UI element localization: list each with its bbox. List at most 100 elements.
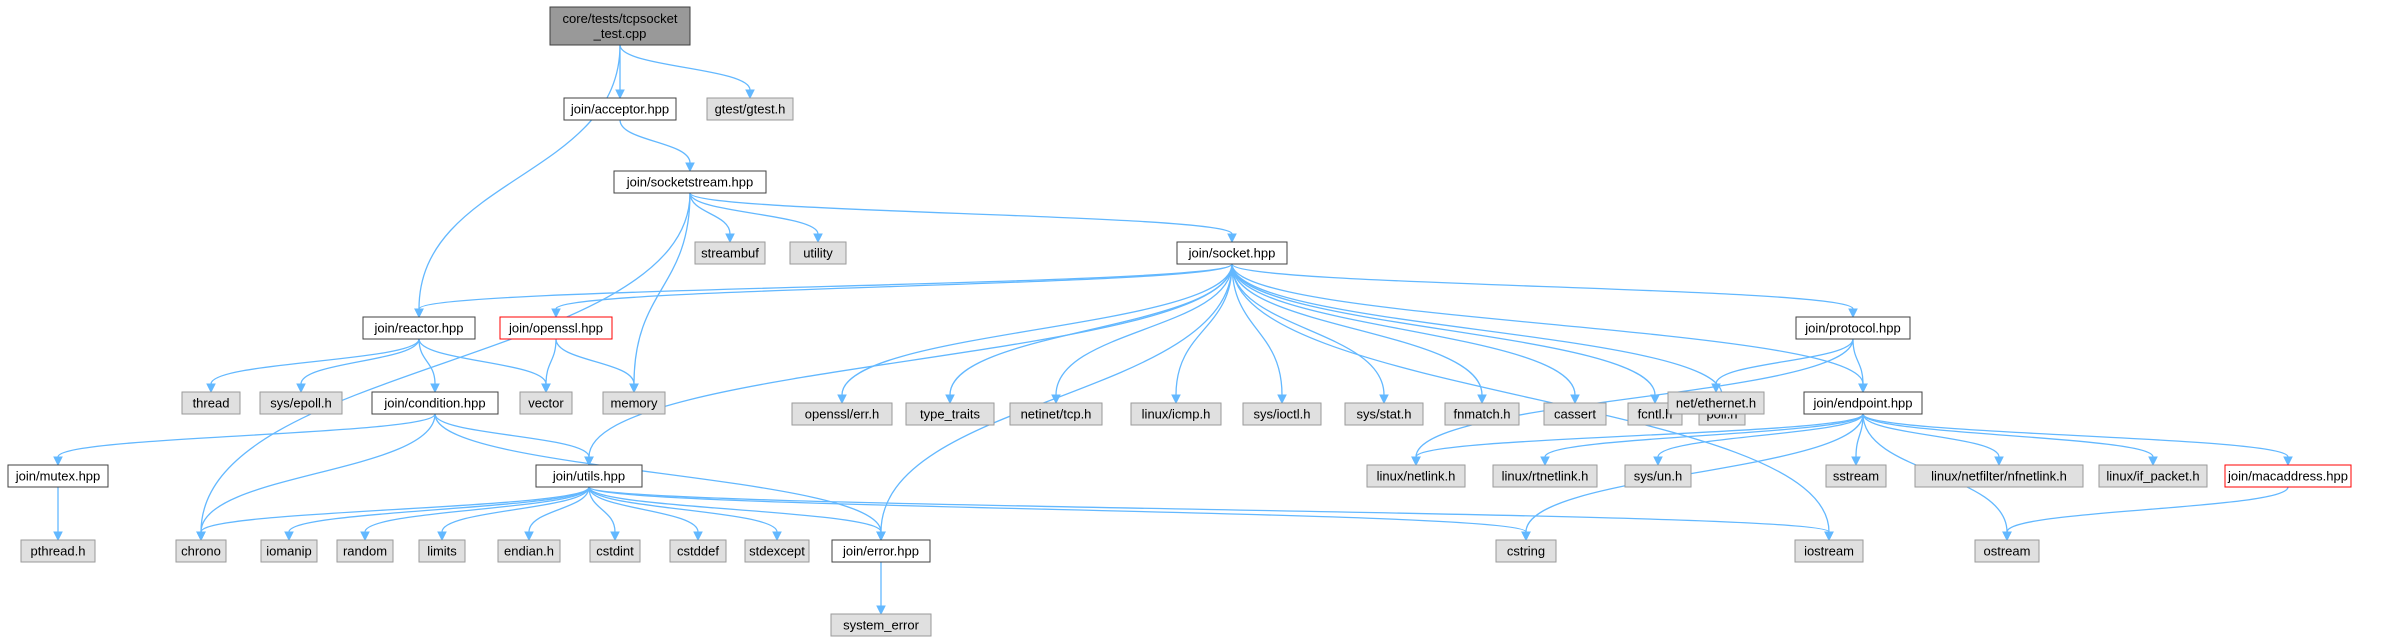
node-sysun-label: sys/un.h	[1634, 469, 1682, 484]
arrowhead-socket-to-cassert	[1570, 394, 1580, 405]
node-utils[interactable]: join/utils.hpp	[535, 464, 643, 488]
edge-socket-to-utils	[588, 263, 1233, 458]
arrowhead-socket-to-ioctl	[1277, 394, 1287, 405]
node-ifpacket-box	[2098, 464, 2208, 488]
node-rtnetlink: linux/rtnetlink.h	[1492, 464, 1598, 488]
node-iostream: iostream	[1794, 539, 1864, 563]
arrowhead-protocol-to-endpoint	[1858, 383, 1868, 394]
node-reactor[interactable]: join/reactor.hpp	[362, 316, 476, 340]
node-stat-label: sys/stat.h	[1357, 407, 1412, 422]
edge-utils-to-random	[364, 486, 590, 533]
arrowhead-endpoint-to-sstream	[1851, 456, 1861, 467]
node-fnmatch-box	[1444, 402, 1520, 426]
node-iomanip-box	[260, 539, 318, 563]
node-streambuf-box	[694, 241, 766, 265]
node-stat: sys/stat.h	[1344, 402, 1424, 426]
edge-utils-to-cstring	[588, 486, 1527, 533]
node-cstdint-box	[589, 539, 641, 563]
node-opensslerr: openssl/err.h	[791, 402, 893, 426]
node-random-box	[336, 539, 394, 563]
node-typetraits-label: type_traits	[920, 407, 980, 422]
arrowhead-utils-to-chrono	[196, 531, 206, 542]
node-limits-label: limits	[427, 544, 457, 559]
node-chrono: chrono	[175, 539, 227, 563]
arrowhead-endpoint-to-macaddress	[2283, 456, 2293, 467]
node-sysun-box	[1624, 464, 1692, 488]
arrowhead-socket-to-tcp	[1051, 394, 1061, 405]
node-netlink: linux/netlink.h	[1366, 464, 1466, 488]
arrowhead-socket-to-openssl	[551, 308, 561, 319]
edge-socket-to-stat	[1231, 263, 1385, 396]
node-cstdint-label: cstdint	[596, 544, 634, 559]
edge-condition-to-utils	[434, 413, 590, 458]
edge-socket-to-reactor	[418, 263, 1233, 310]
arrowhead-socket-to-icmp	[1171, 394, 1181, 405]
arrowhead-macaddress-to-ostream	[2002, 531, 2012, 542]
node-stdexcept-label: stdexcept	[749, 544, 805, 559]
node-protocol[interactable]: join/protocol.hpp	[1795, 316, 1911, 340]
edge-protocol-to-netlink	[1415, 338, 1854, 458]
node-vector-label: vector	[528, 396, 564, 411]
edge-endpoint-to-cstring	[1525, 413, 1864, 533]
node-cstddef: cstddef	[669, 539, 727, 563]
edge-reactor-to-condition	[418, 338, 436, 385]
arrowhead-utils-to-limits	[437, 531, 447, 542]
node-macaddress[interactable]: join/macaddress.hpp	[2224, 464, 2352, 488]
node-openssl[interactable]: join/openssl.hpp	[499, 316, 613, 340]
node-mutex[interactable]: join/mutex.hpp	[7, 464, 109, 488]
arrowhead-utils-to-cstdint	[610, 531, 620, 542]
node-socketstream[interactable]: join/socketstream.hpp	[613, 170, 767, 194]
node-rtnetlink-label: linux/rtnetlink.h	[1502, 469, 1589, 484]
node-cstring-box	[1495, 539, 1557, 563]
node-socket-box	[1176, 241, 1288, 265]
node-stdexcept-box	[744, 539, 810, 563]
edge-utils-to-chrono	[200, 486, 590, 533]
node-utility-label: utility	[803, 246, 833, 261]
node-vector: vector	[519, 391, 573, 415]
arrowhead-condition-to-mutex	[53, 456, 63, 467]
node-acceptor[interactable]: join/acceptor.hpp	[563, 97, 677, 121]
edge-utils-to-limits	[441, 486, 590, 533]
arrowhead-reactor-to-condition	[430, 383, 440, 394]
arrowhead-socket-to-typetraits	[945, 394, 955, 405]
edge-socketstream-to-socket	[689, 192, 1233, 235]
arrowhead-socket-to-stat	[1379, 394, 1389, 405]
node-nfnetlink-label: linux/netfilter/nfnetlink.h	[1931, 469, 2067, 484]
arrowhead-socketstream-to-utility	[813, 233, 823, 244]
node-systemerror-label: system_error	[843, 618, 920, 633]
node-macaddress-label: join/macaddress.hpp	[2227, 469, 2348, 484]
node-root[interactable]: core/tests/tcpsocket_test.cpp	[549, 6, 691, 46]
edge-condition-to-error	[434, 413, 882, 533]
arrowhead-reactor-to-epoll	[296, 383, 306, 394]
edge-socketstream-to-streambuf	[689, 192, 731, 235]
node-tcp: netinet/tcp.h	[1009, 402, 1103, 426]
node-ostream-box	[1974, 539, 2040, 563]
node-cstring: cstring	[1495, 539, 1557, 563]
node-utils-label: join/utils.hpp	[552, 469, 625, 484]
node-random: random	[336, 539, 394, 563]
node-openssl-box	[499, 316, 613, 340]
edge-socket-to-opensslerr	[841, 263, 1233, 396]
node-endpoint[interactable]: join/endpoint.hpp	[1803, 391, 1923, 415]
node-error[interactable]: join/error.hpp	[831, 539, 931, 563]
node-ioctl-box	[1242, 402, 1322, 426]
edge-endpoint-to-rtnetlink	[1544, 413, 1864, 458]
node-streambuf-label: streambuf	[701, 246, 759, 261]
node-socket[interactable]: join/socket.hpp	[1176, 241, 1288, 265]
node-cstdint: cstdint	[589, 539, 641, 563]
node-condition[interactable]: join/condition.hpp	[371, 391, 499, 415]
node-endpoint-box	[1803, 391, 1923, 415]
node-sstream-label: sstream	[1833, 469, 1879, 484]
edge-endpoint-to-ifpacket	[1862, 413, 2154, 458]
arrowhead-root-to-gtest	[745, 89, 755, 100]
edge-macaddress-to-ostream	[2006, 486, 2289, 533]
edge-utils-to-cstdint	[588, 486, 616, 533]
arrowhead-acceptor-to-socketstream	[685, 162, 695, 173]
node-pthread: pthread.h	[20, 539, 96, 563]
node-endian: endian.h	[497, 539, 561, 563]
node-cassert-box	[1543, 402, 1607, 426]
node-sstream-box	[1825, 464, 1887, 488]
arrowhead-socket-to-opensslerr	[837, 394, 847, 405]
node-error-label: join/error.hpp	[842, 544, 919, 559]
